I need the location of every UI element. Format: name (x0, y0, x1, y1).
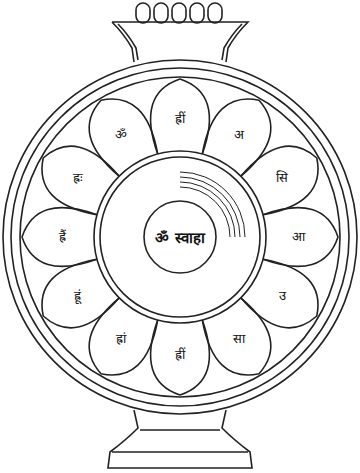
lotus-petal (202, 298, 271, 375)
pot-base (108, 410, 252, 468)
petal-syllable: ह्रूं (74, 288, 81, 304)
tassel (172, 3, 186, 23)
lotus-petal (42, 259, 119, 328)
lotus-petal (241, 146, 318, 215)
petal-syllable: ह्रः (73, 170, 83, 186)
pot-neck-inner (118, 24, 242, 60)
lotus-petal (241, 259, 318, 328)
tassel (154, 3, 168, 23)
petal-syllable: ॐ (115, 127, 127, 143)
lotus-petal (263, 208, 338, 267)
lotus-petal (89, 99, 158, 176)
lotus-petal (151, 79, 210, 154)
petal-syllable: ह्रीं (175, 111, 185, 127)
petal-syllable: ह्रीं (175, 347, 185, 363)
petal-syllable: सा (233, 331, 245, 347)
outer-ring (11, 68, 349, 406)
lotus-petal (22, 208, 97, 267)
petal-syllable: ह्रैं (59, 229, 66, 245)
lotus-petal (89, 298, 158, 375)
petal-syllable: अ (234, 127, 244, 143)
tassel (190, 3, 204, 23)
outer-ring (20, 77, 340, 397)
pot-neck (112, 22, 248, 62)
petal-syllable: उ (279, 288, 286, 304)
petal-syllable: सि (276, 170, 288, 186)
inner-ring (94, 151, 266, 323)
lotus-petal (202, 99, 271, 176)
tassel (208, 3, 222, 23)
mantra-text: ॐ स्वाहा (155, 227, 204, 247)
circle-outline (144, 201, 216, 273)
inner-ring (100, 157, 260, 317)
petal-syllable: ह्रां (116, 331, 126, 347)
petal-syllable: आ (292, 229, 305, 245)
center-circle: ॐ स्वाहा (143, 200, 217, 274)
lotus-petal (42, 146, 119, 215)
pot-base-band (112, 430, 248, 452)
lotus-petal (151, 320, 210, 395)
outer-ring (3, 60, 357, 414)
tassel (136, 3, 150, 23)
